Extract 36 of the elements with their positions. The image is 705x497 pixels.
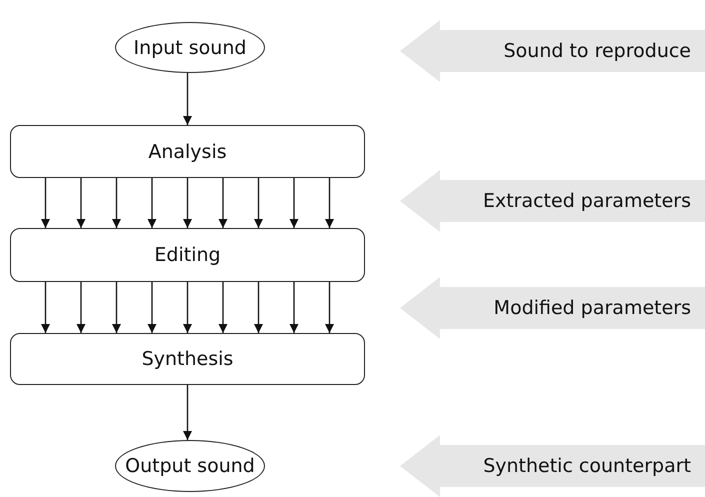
arrow xyxy=(254,178,263,228)
process-box xyxy=(10,125,365,178)
arrow xyxy=(218,282,228,333)
arrow xyxy=(183,178,192,228)
process-box xyxy=(10,228,365,282)
process-box xyxy=(10,333,365,385)
arrow xyxy=(183,73,192,125)
arrow xyxy=(218,178,228,228)
node-label: Modified parameters xyxy=(494,297,691,319)
node-label: Input sound xyxy=(134,36,246,58)
arrow xyxy=(290,282,298,333)
arrow xyxy=(325,178,334,228)
node-label: Sound to reproduce xyxy=(504,40,691,62)
arrow xyxy=(76,178,86,228)
arrow-banner xyxy=(400,277,705,339)
arrow xyxy=(112,178,121,228)
arrow-banner xyxy=(400,170,705,232)
arrow xyxy=(41,282,50,333)
arrow xyxy=(325,282,334,333)
node-label: Synthesis xyxy=(142,348,234,370)
arrow xyxy=(290,178,298,228)
node-label: Output sound xyxy=(125,455,255,477)
arrow xyxy=(112,282,121,333)
arrow-banner xyxy=(400,435,705,497)
node-label: Synthetic counterpart xyxy=(483,455,691,477)
arrow xyxy=(183,282,192,333)
node-label: Analysis xyxy=(148,140,227,162)
arrow xyxy=(41,178,50,228)
arrow-banner xyxy=(400,20,705,82)
node-label: Editing xyxy=(154,244,221,266)
arrow xyxy=(183,385,192,440)
node-label: Extracted parameters xyxy=(482,190,691,212)
arrow xyxy=(148,282,156,333)
arrow xyxy=(254,282,263,333)
arrow xyxy=(148,178,156,228)
arrow xyxy=(76,282,86,333)
